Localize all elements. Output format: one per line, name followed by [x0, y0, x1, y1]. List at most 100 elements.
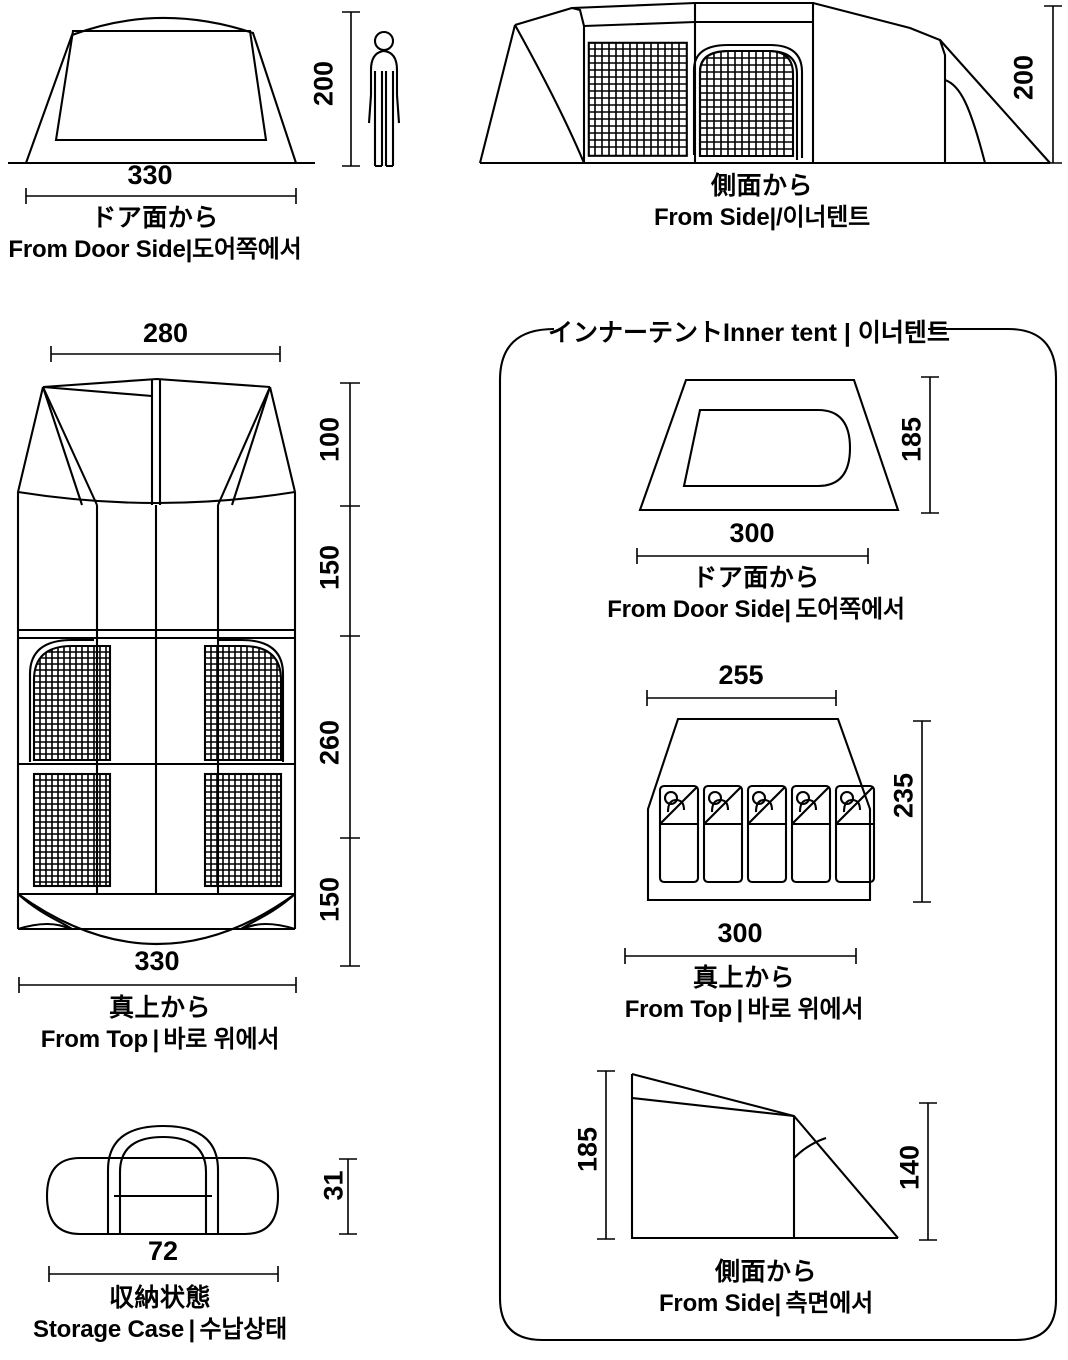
dim-line-330-horizontal: [25, 188, 297, 204]
caption-ko-text: 바로 위에서: [163, 1026, 280, 1053]
mesh-window-left: [587, 41, 688, 157]
roof-seam-line: [583, 20, 813, 28]
dim-label-185: 185: [572, 1126, 603, 1173]
dim-label-150-upper: 150: [314, 544, 345, 591]
roof-center-ridge: [150, 379, 162, 505]
caption-ko-text: 도어쪽에서: [795, 596, 905, 623]
section-title-en: Inner tent: [723, 319, 837, 347]
caption-en-text: From Side: [653, 204, 770, 231]
mesh-panel-upper-right: [203, 644, 283, 762]
vestibule-corner-l: [17, 922, 71, 931]
caption-jp-inner-door-side: ドア面から: [692, 564, 820, 592]
sleeping-bag-1: [658, 784, 700, 884]
caption-en-text: From Door Side: [607, 596, 785, 623]
outer-body-panel: [54, 29, 268, 142]
inner-side-body-top: [631, 1096, 795, 1118]
inner-tent-section-title: インナーテントInner tent | 이너텐트: [548, 313, 950, 349]
caption-en-ko-outer-side: From Side|/이너텐트: [542, 204, 982, 232]
group-rounded-rect-border: [498, 327, 1058, 1342]
inner-tent-front-trapezoid: [638, 378, 900, 512]
inner-side-fly-slope: [631, 1072, 899, 1239]
caption-en-ko-inner-top: From Top | 바로 위에서: [576, 996, 912, 1024]
view-outer-top: 280: [0, 312, 400, 1072]
view-inner-door-side: 185 300 ドア面から From Door Side| 도어쪽에서: [576, 366, 996, 636]
dim-chain-vertical-outer-top: [340, 382, 360, 967]
inner-tent-door-opening: [682, 408, 852, 488]
view-inner-side: 185 140 側面から From Side| 측면에서: [558, 1056, 1018, 1346]
dim-line-300-horizontal: [636, 548, 869, 564]
vestibule-corner-r: [242, 922, 296, 931]
caption-jp-storage-case: 収納状態: [108, 1284, 211, 1312]
dim-label-185: 185: [896, 416, 927, 463]
dim-label-72: 72: [147, 1236, 179, 1266]
dim-line-72-horizontal: [48, 1266, 279, 1282]
bag-handle-inner: [118, 1135, 208, 1234]
section-title-separator: |: [843, 319, 851, 347]
outer-fly-outline: [24, 16, 298, 165]
section-title-jp: インナーテント: [548, 319, 724, 347]
roof-fold-right: [217, 386, 271, 506]
left-awning-edge: [478, 24, 517, 164]
caption-en-ko-outer-top: From Top | 바로 위에서: [0, 1026, 320, 1054]
section-title-ko: 이너텐트: [857, 319, 950, 347]
dim-label-330: 330: [127, 160, 173, 190]
dim-label-330: 330: [134, 946, 180, 976]
right-awning-outline: [812, 1, 947, 163]
mesh-panel-upper-left: [32, 644, 112, 762]
human-scale-figure-icon: [367, 30, 401, 168]
caption-en-text: Storage Case: [33, 1316, 185, 1343]
caption-en-ko-inner-door-side: From Door Side| 도어쪽에서: [586, 596, 926, 624]
caption-ko-text: 바로 위에서: [747, 996, 864, 1023]
dim-label-300: 300: [717, 918, 763, 948]
mesh-panel-lower-right: [203, 772, 283, 888]
dim-line-235-vertical: [913, 720, 931, 903]
right-awning-edge: [939, 39, 1051, 164]
roof-fold-left: [42, 386, 98, 506]
caption-jp-inner-top: 真上から: [692, 964, 795, 992]
caption-jp-outer-top: 真上から: [108, 994, 211, 1022]
caption-separator: |: [736, 996, 743, 1023]
dim-line-200-vertical: [342, 11, 360, 167]
dim-label-100: 100: [314, 416, 345, 463]
roof-fold-right-2: [231, 386, 271, 506]
inner-side-left-wall-ground: [630, 1074, 898, 1240]
caption-en-text: From Top: [624, 996, 732, 1023]
sleeping-bag-5: [834, 784, 876, 884]
view-outer-door-side: 330 200 ドア面から From Door Side|도어쪽에서: [0, 0, 440, 270]
caption-separator: |: [188, 1316, 195, 1343]
dim-line-140-vertical-right: [919, 1102, 937, 1241]
dim-label-150-lower: 150: [314, 876, 345, 923]
view-storage-case: 31 72 収納状態 Storage Case | 수납상태: [0, 1098, 400, 1348]
caption-en-ko-outer-door-side: From Door Side|도어쪽에서: [0, 236, 310, 264]
vestibule-diag-r: [240, 893, 296, 930]
inner-tent-floor-outline: [646, 717, 872, 902]
caption-separator: |: [152, 1026, 159, 1053]
dim-label-235: 235: [888, 772, 919, 819]
caption-en-text: From Side: [658, 1290, 775, 1317]
dim-line-330-horizontal: [18, 977, 297, 993]
caption-ko-text: 도어쪽에서: [192, 236, 302, 263]
caption-jp-inner-side: 側面から: [714, 1258, 817, 1286]
dim-line-185-vertical: [921, 376, 939, 514]
dim-line-31-vertical: [339, 1158, 357, 1235]
dim-label-300: 300: [729, 518, 775, 548]
dim-label-255: 255: [718, 660, 764, 690]
left-awning-outline: [514, 6, 586, 163]
dim-label-280: 280: [142, 318, 189, 348]
dim-line-300-horizontal: [624, 948, 857, 964]
view-outer-side: 200 側面から From Side|/이너텐트: [478, 0, 1068, 250]
caption-jp-outer-side: 側面から: [710, 172, 813, 200]
vestibule-diag-l: [17, 893, 73, 930]
view-inner-top: 255: [576, 658, 1006, 1038]
dim-line-185-vertical-left: [597, 1070, 615, 1240]
sleeping-bag-3: [746, 784, 788, 884]
dim-line-200-vertical: [1044, 5, 1062, 164]
mesh-window-right: [698, 49, 795, 158]
roof-side-edges: [16, 386, 297, 493]
roof-fold-left-2: [42, 386, 83, 506]
dim-label-200: 200: [1008, 54, 1039, 101]
right-awning-fold: [944, 79, 987, 164]
caption-separator: |: [769, 204, 777, 231]
sleeping-bag-2: [702, 784, 744, 884]
